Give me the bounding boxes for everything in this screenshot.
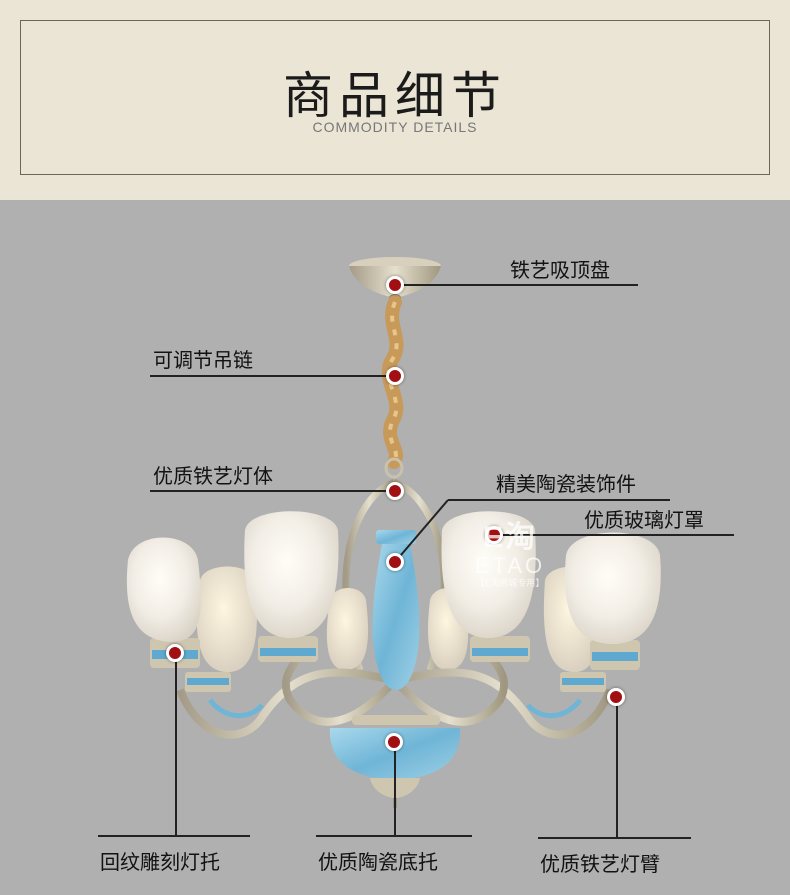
callout-label-chain: 可调节吊链 — [153, 348, 253, 372]
ceramic-vase — [372, 530, 420, 690]
callout-marker-arm[interactable] — [607, 688, 625, 706]
callout-label-base: 优质陶瓷底托 — [318, 850, 438, 874]
callout-line-arm-h — [538, 837, 691, 839]
watermark-logo: E淘 — [482, 521, 537, 554]
callout-label-glass: 优质玻璃灯罩 — [584, 508, 704, 532]
leader-ceramic — [394, 499, 449, 563]
callout-marker-glass[interactable] — [485, 526, 503, 544]
watermark-brand: ETAO — [474, 553, 546, 578]
callout-line-chain — [150, 375, 395, 377]
callout-marker-ceiling[interactable] — [386, 276, 404, 294]
chandelier-illustration — [126, 257, 661, 808]
watermark-note: 【E淘商城专用】 — [475, 579, 545, 589]
section-subtitle: COMMODITY DETAILS — [312, 119, 478, 135]
callout-line-arm — [616, 697, 618, 837]
callout-line-ceramic — [448, 499, 670, 501]
callout-line-base-h — [316, 835, 472, 837]
callout-line-body — [150, 490, 395, 492]
callout-marker-base[interactable] — [385, 733, 403, 751]
hanging-chain — [381, 295, 404, 479]
callout-line-ceiling — [395, 284, 638, 286]
callout-marker-holder[interactable] — [166, 644, 184, 662]
callout-line-holder — [175, 652, 177, 835]
callout-marker-body[interactable] — [386, 482, 404, 500]
callout-marker-chain[interactable] — [386, 367, 404, 385]
callout-label-ceramic: 精美陶瓷装饰件 — [496, 472, 636, 496]
callout-line-holder-base — [98, 835, 250, 837]
product-scene: 铁艺吸顶盘 可调节吊链 优质铁艺灯体 精美陶瓷装饰件 优质玻璃灯罩 回纹雕刻灯托… — [0, 200, 790, 895]
callout-line-glass — [494, 534, 734, 536]
callout-line-base — [394, 742, 396, 835]
callout-marker-ceramic[interactable] — [386, 553, 404, 571]
callout-label-body: 优质铁艺灯体 — [153, 464, 273, 488]
section-title: 商品细节 — [283, 67, 507, 125]
front-shades — [126, 511, 661, 644]
header-banner: 商品细节 COMMODITY DETAILS — [0, 0, 790, 200]
etao-watermark: E淘 ETAO 【E淘商城专用】 — [470, 522, 550, 590]
lamp-arms — [176, 652, 614, 739]
callout-label-holder: 回纹雕刻灯托 — [100, 850, 220, 874]
callout-label-ceiling: 铁艺吸顶盘 — [510, 258, 610, 282]
header-frame — [20, 20, 770, 175]
callout-label-arm: 优质铁艺灯臂 — [540, 852, 660, 876]
